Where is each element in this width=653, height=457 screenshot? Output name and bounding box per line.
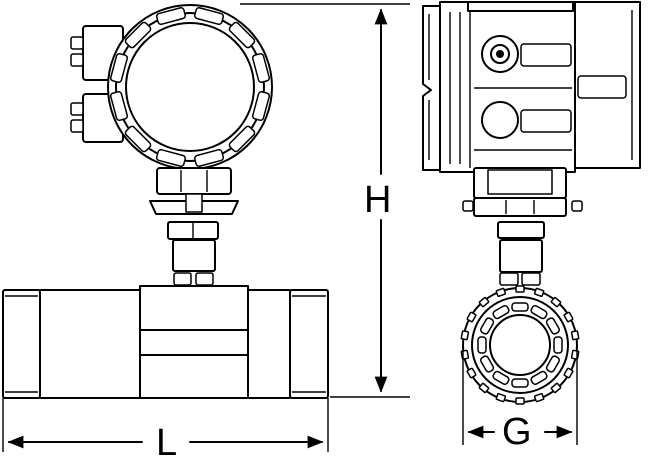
front-view (2, 4, 329, 399)
side-flange (460, 285, 580, 405)
dimension-l-label: L (156, 422, 177, 457)
transmitter-housing (107, 4, 273, 170)
dimension-h-label: H (364, 179, 391, 221)
dimension-h: H (240, 3, 410, 398)
dimension-g-label: G (502, 411, 532, 453)
side-housing (422, 1, 641, 173)
dimension-l: L (2, 398, 329, 457)
coupling-adapter (167, 221, 219, 286)
dimension-g: G (462, 345, 578, 453)
flow-tube (2, 285, 329, 399)
housing-neck (149, 167, 239, 215)
side-view (422, 1, 641, 405)
side-neck (462, 167, 583, 286)
